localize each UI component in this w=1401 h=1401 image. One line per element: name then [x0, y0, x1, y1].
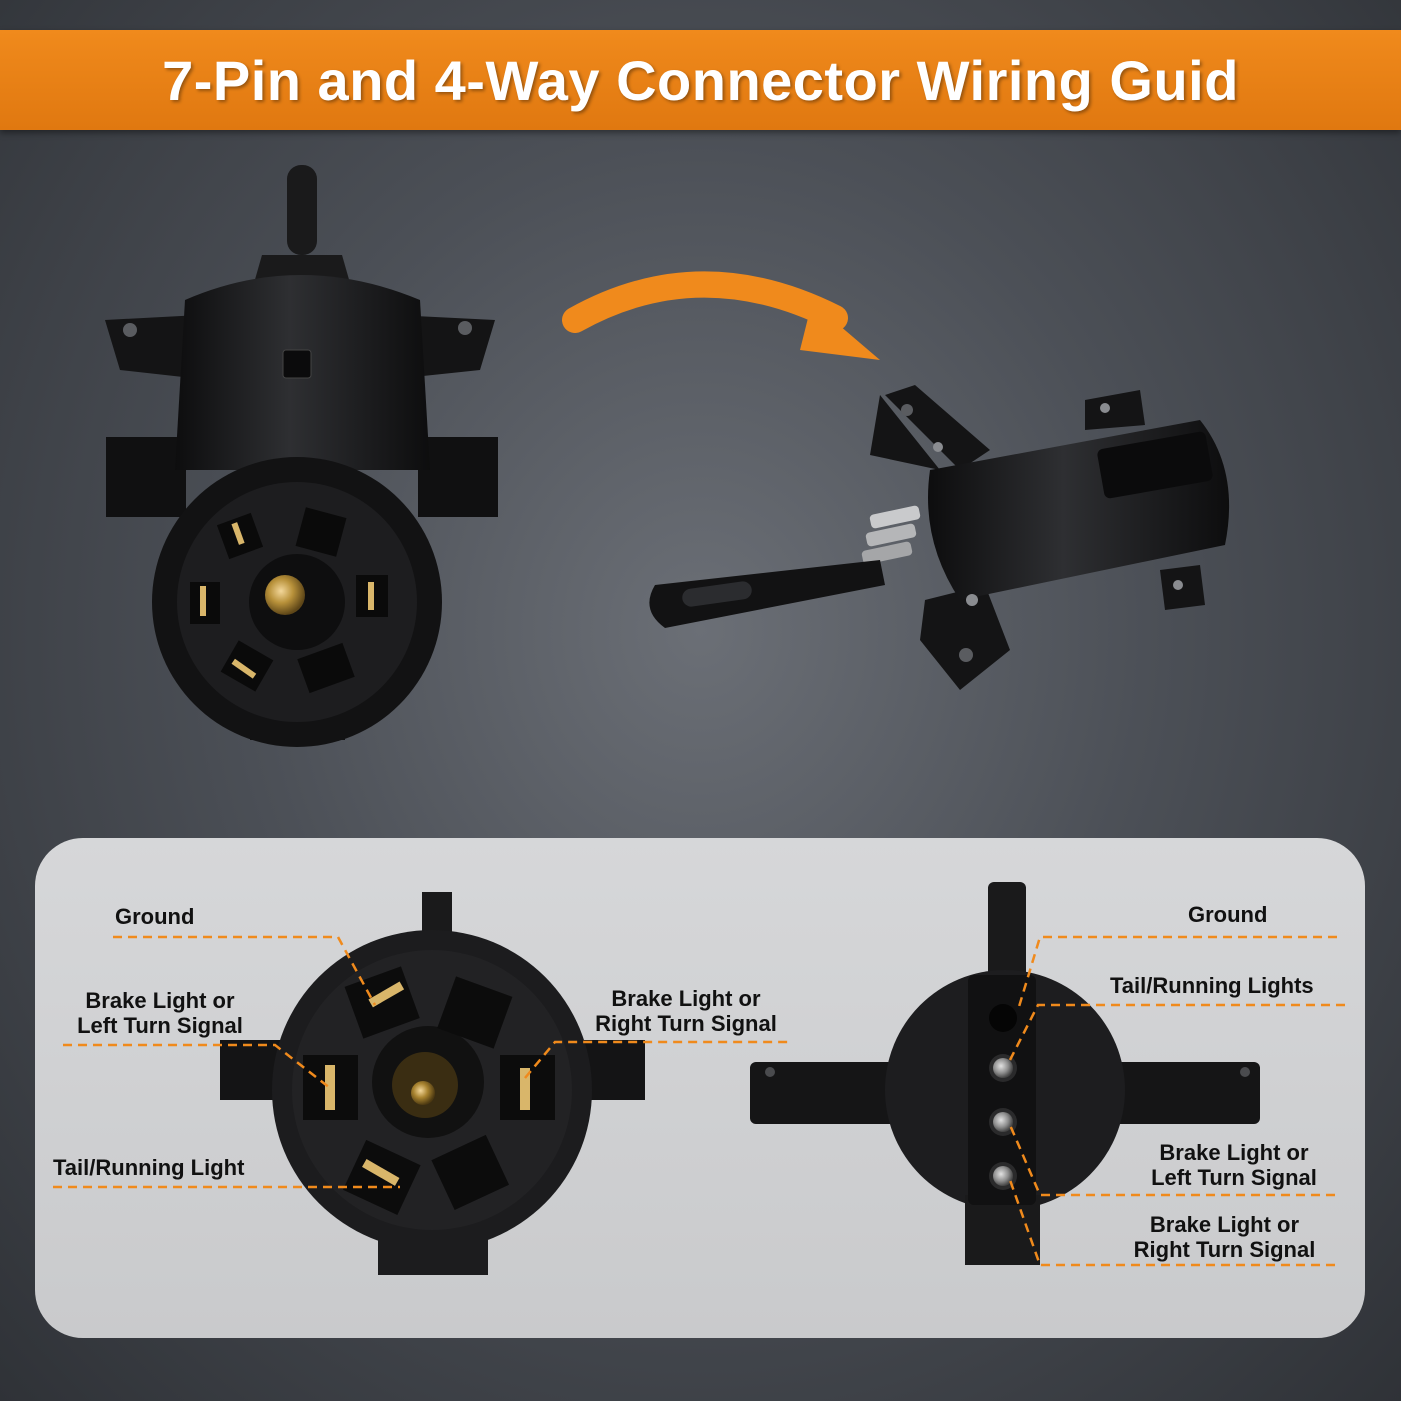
title-banner: 7-Pin and 4-Way Connector Wiring Guid: [0, 30, 1401, 130]
seven-pin-socket-photo: [105, 165, 498, 747]
label-4way-brake-left-line2: Left Turn Signal: [1151, 1165, 1317, 1190]
four-way-diagram: [750, 882, 1260, 1265]
label-7pin-brake-left-line2: Left Turn Signal: [77, 1013, 243, 1038]
label-7pin-brake-right-line1: Brake Light or: [611, 986, 761, 1011]
label-7pin-ground: Ground: [115, 904, 195, 929]
wiring-panel: [35, 838, 1365, 1338]
label-4way-tail: Tail/Running Lights: [1110, 973, 1314, 998]
label-4way-brake-right: Brake Light or Right Turn Signal: [1112, 1212, 1337, 1262]
label-7pin-tail: Tail/Running Light: [53, 1155, 245, 1180]
label-7pin-brake-right-line2: Right Turn Signal: [595, 1011, 777, 1036]
label-4way-brake-left-line1: Brake Light or: [1159, 1140, 1309, 1165]
four-way-adapter-photo: [649, 385, 1230, 690]
four-way-leader-lines: [1008, 935, 1345, 1267]
label-7pin-brake-right: Brake Light or Right Turn Signal: [575, 986, 797, 1036]
page-title: 7-Pin and 4-Way Connector Wiring Guid: [162, 48, 1239, 112]
label-7pin-brake-left: Brake Light or Left Turn Signal: [55, 988, 265, 1038]
label-4way-ground: Ground: [1188, 902, 1268, 927]
label-7pin-brake-left-line1: Brake Light or: [85, 988, 235, 1013]
label-4way-brake-left: Brake Light or Left Turn Signal: [1128, 1140, 1340, 1190]
seven-pin-diagram: [220, 892, 645, 1275]
label-4way-brake-right-line2: Right Turn Signal: [1133, 1237, 1316, 1262]
curved-arrow-icon: [562, 271, 880, 360]
wiring-diagram: [53, 882, 1345, 1275]
product-photos: [105, 165, 1230, 747]
label-4way-brake-right-line1: Brake Light or: [1149, 1212, 1300, 1237]
seven-pin-leader-lines: [53, 935, 792, 1189]
